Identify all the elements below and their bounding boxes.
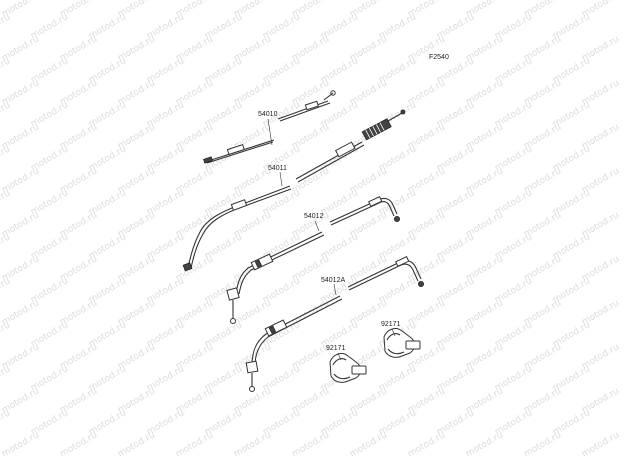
part-number-label: 54010: [258, 111, 278, 118]
part-number-label: 54011: [268, 165, 287, 172]
part-number-label: 92171: [381, 321, 401, 328]
cable-54010[interactable]: [203, 90, 336, 164]
clamp-92171-right[interactable]: [383, 328, 421, 358]
diagram-code: F2540: [429, 54, 449, 61]
part-number-label: 92171: [326, 345, 346, 352]
cable-54011[interactable]: [182, 109, 406, 272]
clamp-92171-left[interactable]: [329, 353, 367, 383]
cable-54012A[interactable]: [245, 255, 424, 392]
part-number-label: 54012: [304, 213, 324, 220]
cable-54012[interactable]: [226, 195, 400, 324]
part-number-label: 54012A: [321, 277, 346, 284]
